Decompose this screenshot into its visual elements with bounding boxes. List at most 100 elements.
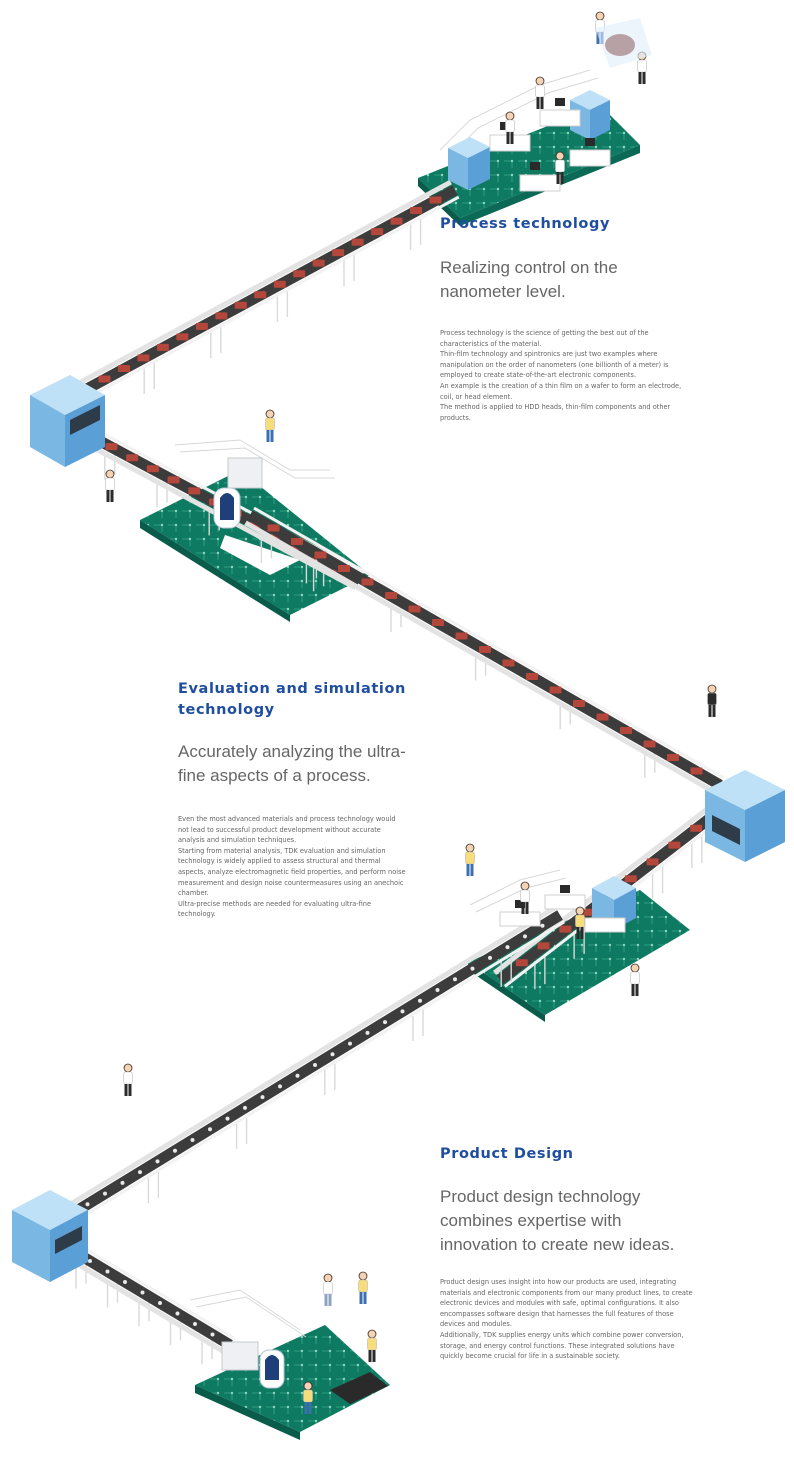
component-block: [254, 291, 267, 299]
component-block: [117, 364, 130, 372]
component-block: [643, 740, 656, 748]
component-dot: [138, 1170, 142, 1175]
worker-figure: [505, 111, 515, 144]
component-block: [98, 375, 111, 383]
component-block: [156, 343, 169, 351]
workstations-middle: [499, 885, 626, 933]
body-paragraph: The method is applied to HDD heads, thin…: [440, 403, 671, 422]
component-block: [502, 659, 515, 667]
component-block: [195, 322, 208, 330]
section-lead: Accurately analyzing the ultra-fine aspe…: [178, 742, 406, 785]
conveyor-rail: [88, 195, 460, 399]
section-title: Evaluation and simulation technology: [178, 681, 406, 718]
component-dot: [313, 1063, 317, 1067]
component-block: [549, 686, 562, 694]
conveyor-rail: [58, 1231, 235, 1340]
section-title: Process technology: [440, 216, 611, 232]
component-block: [293, 270, 306, 278]
robot-arm-middle: [213, 457, 263, 529]
component-block: [624, 875, 637, 883]
component-dot: [505, 945, 510, 950]
component-block: [667, 754, 679, 761]
circuit-board-middle-right: [468, 890, 690, 1022]
conveyor-leg: [500, 954, 512, 987]
conveyor-leg: [691, 835, 703, 869]
component-dot: [85, 1202, 90, 1207]
component-dot: [295, 1073, 300, 1078]
conveyor-leg: [412, 1008, 424, 1041]
conveyor-leg: [143, 361, 155, 394]
component-block: [455, 632, 468, 640]
component-block: [526, 673, 538, 680]
component-dot: [365, 1030, 370, 1035]
component-dot: [173, 1148, 177, 1153]
conveyor-rail: [244, 520, 717, 795]
machine-middle-right: [705, 770, 785, 862]
component-dot: [140, 1290, 145, 1295]
component-block: [312, 259, 325, 267]
component-block: [273, 280, 286, 288]
component-dot: [123, 1280, 127, 1284]
component-block: [188, 487, 201, 495]
workstations-top: [489, 98, 611, 192]
robot-arm-bottom: [221, 1341, 285, 1389]
conveyor-leg: [343, 253, 355, 286]
component-dot: [193, 1322, 197, 1326]
component-dot: [120, 1180, 125, 1185]
body-paragraph: Additionally, TDK supplies energy units …: [440, 1330, 684, 1361]
body-paragraph: Thin-film technology and spintronics are…: [440, 350, 669, 380]
component-dot: [210, 1332, 215, 1337]
component-dot: [243, 1105, 247, 1110]
component-dot: [155, 1159, 160, 1164]
machine-bottom-left: [12, 1190, 88, 1282]
component-dot: [470, 966, 475, 971]
component-dot: [540, 923, 545, 928]
worker-figure: [358, 1271, 368, 1304]
conveyor-leg: [651, 865, 664, 899]
component-block: [690, 767, 703, 775]
conveyor-leg: [276, 289, 289, 322]
worker-figure: [630, 963, 640, 996]
component-dot: [88, 1259, 92, 1263]
body-paragraph: Even the most advanced materials and pro…: [178, 815, 396, 845]
section-title: Product Design: [440, 1146, 574, 1162]
worker-figure: [575, 906, 585, 939]
worker-figure: [520, 881, 530, 914]
component-block: [537, 942, 550, 950]
component-block: [291, 538, 303, 545]
component-dot: [330, 1052, 335, 1057]
worker-figure: [123, 1063, 133, 1096]
component-block: [332, 249, 345, 257]
conveyor-rail: [64, 430, 357, 591]
component-block: [515, 959, 528, 967]
body-paragraph: An example is the creation of a thin fil…: [440, 381, 682, 401]
section-evaluation-simulation: Evaluation and simulation technology Acc…: [178, 679, 408, 920]
component-block: [479, 646, 491, 653]
conveyor-leg: [573, 925, 585, 959]
component-dot: [190, 1138, 195, 1142]
circuit-board-middle-left: [140, 470, 370, 622]
component-dot: [260, 1095, 265, 1100]
worker-figure: [555, 151, 565, 184]
section-process-technology: Process technology Realizing control on …: [440, 214, 685, 423]
component-block: [690, 824, 703, 832]
conveyor-leg: [210, 325, 222, 358]
worker-figure: [535, 76, 545, 109]
component-block: [408, 605, 421, 613]
component-block: [559, 925, 572, 933]
worker-figure: [265, 409, 275, 442]
conveyor-segment: [79, 179, 460, 399]
component-block: [267, 524, 280, 532]
component-dot: [158, 1301, 162, 1305]
component-block: [390, 217, 403, 225]
component-block: [371, 228, 384, 236]
worker-figure: [465, 843, 475, 876]
conveyor-leg: [534, 956, 546, 990]
conveyor-rail: [73, 920, 565, 1224]
body-paragraph: Starting from material analysis, TDK eva…: [178, 846, 406, 898]
worker-figure: [303, 1381, 313, 1414]
component-dot: [105, 1269, 110, 1274]
component-block: [410, 207, 423, 215]
component-block: [429, 196, 442, 204]
